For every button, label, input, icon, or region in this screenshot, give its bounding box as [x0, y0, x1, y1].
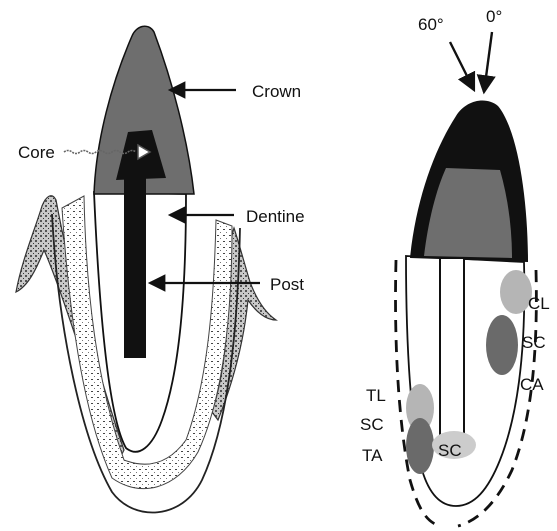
sc-bottom-label: SC: [438, 441, 462, 460]
core-label: Core: [18, 143, 55, 162]
angle-60-arrow: [450, 42, 474, 90]
cl-label: CL: [528, 294, 550, 313]
right-tooth-figure: 60° 0° CL SC CA TL SC TA SC: [360, 7, 550, 526]
region-ca: [486, 315, 518, 375]
post: [124, 172, 146, 358]
crown-label: Crown: [252, 82, 301, 101]
left-tooth-figure: Crown Core Dentine Post: [16, 26, 305, 512]
right-post: [440, 258, 464, 450]
angle-0-arrow: [484, 32, 492, 92]
dentine-label: Dentine: [246, 207, 305, 226]
post-label: Post: [270, 275, 304, 294]
angle-0-label: 0°: [486, 7, 502, 26]
ca-label: CA: [520, 375, 544, 394]
sc-left-label: SC: [360, 415, 384, 434]
angle-60-label: 60°: [418, 15, 444, 34]
ta-label: TA: [362, 446, 383, 465]
sc-right-label: SC: [522, 333, 546, 352]
tl-label: TL: [366, 386, 386, 405]
region-ta: [406, 418, 434, 474]
